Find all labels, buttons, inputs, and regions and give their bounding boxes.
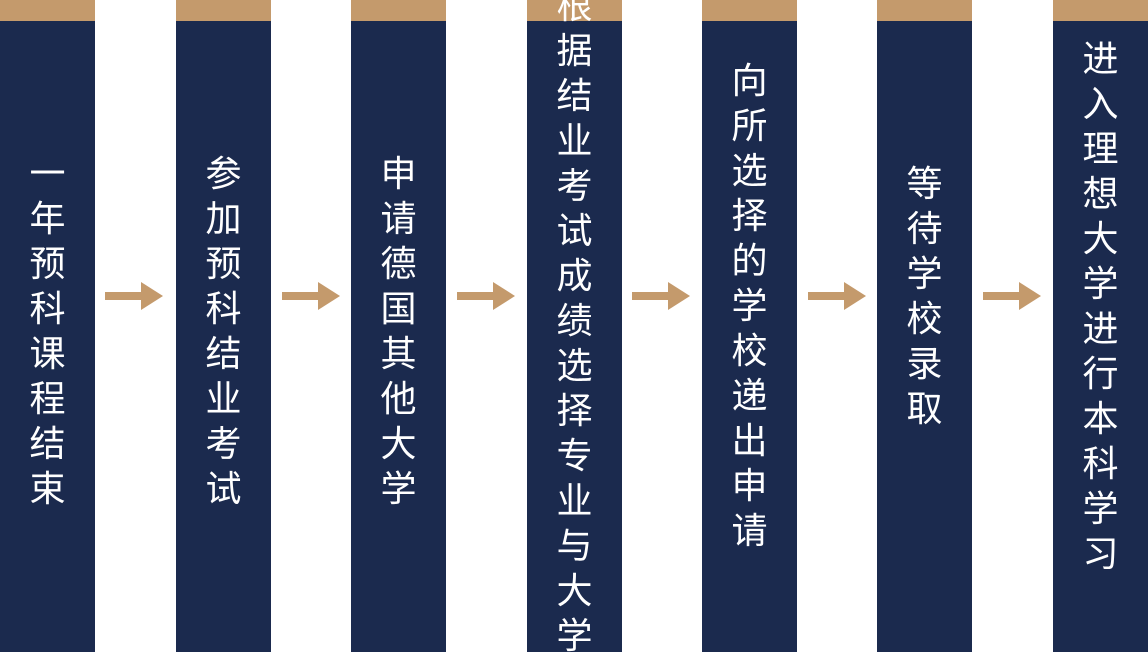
step-3: 申请德国其他大学 — [351, 0, 446, 652]
arrow-right-icon — [457, 282, 515, 310]
step-5-body: 向所选择的学校递出申请 — [702, 21, 797, 652]
arrow-right-icon — [282, 282, 340, 310]
step-7: 进入理想大学进行本科学习 — [1053, 0, 1148, 652]
step-3-body: 申请德国其他大学 — [351, 21, 446, 652]
arrow-right-icon — [808, 282, 866, 310]
arrow-right-icon — [983, 282, 1041, 310]
step-6-cap — [877, 0, 972, 21]
step-1-body: 一年预科课程结束 — [0, 21, 95, 652]
step-7-cap — [1053, 0, 1148, 21]
step-6-label: 等待学校录取 — [906, 163, 943, 430]
step-4: 根据结业考试成绩选择专业与大学 — [527, 0, 622, 657]
step-5-label: 向所选择的学校递出申请 — [731, 61, 768, 552]
step-2: 参加预科结业考试 — [176, 0, 271, 652]
step-2-body: 参加预科结业考试 — [176, 21, 271, 652]
step-5-cap — [702, 0, 797, 21]
step-4-cap — [527, 0, 622, 21]
step-1-label: 一年预科课程结束 — [29, 153, 66, 510]
step-2-cap — [176, 0, 271, 21]
step-2-label: 参加预科结业考试 — [205, 153, 242, 510]
step-1: 一年预科课程结束 — [0, 0, 95, 652]
step-1-cap — [0, 0, 95, 21]
step-6-body: 等待学校录取 — [877, 21, 972, 652]
step-3-label: 申请德国其他大学 — [380, 153, 417, 510]
arrow-right-icon — [632, 282, 690, 310]
arrow-right-icon — [105, 282, 163, 310]
step-7-body: 进入理想大学进行本科学习 — [1053, 21, 1148, 652]
step-4-label: 根据结业考试成绩选择专业与大学 — [556, 0, 593, 657]
step-5: 向所选择的学校递出申请 — [702, 0, 797, 652]
step-6: 等待学校录取 — [877, 0, 972, 652]
step-7-label: 进入理想大学进行本科学习 — [1082, 38, 1119, 575]
step-4-body: 根据结业考试成绩选择专业与大学 — [527, 0, 622, 657]
step-3-cap — [351, 0, 446, 21]
